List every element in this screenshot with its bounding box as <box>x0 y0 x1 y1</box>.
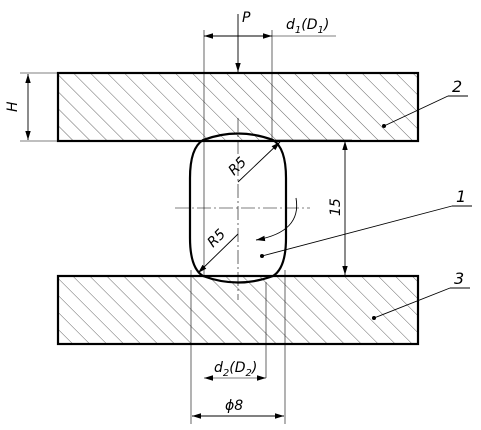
span-dimension <box>272 139 352 277</box>
height-label: H <box>5 101 21 112</box>
bottom-diameter-dimension <box>204 282 267 381</box>
bottom-radius-leader <box>197 233 239 274</box>
top-radius-leader <box>237 141 281 183</box>
bottom-diameter-label: d2(D2) <box>214 360 257 379</box>
bottom-plate <box>56 274 420 346</box>
top-radius-label: R5 <box>226 154 251 179</box>
force-label: P <box>242 10 251 26</box>
part-2-leader <box>382 95 468 128</box>
curved-indicator-arrow <box>255 197 298 242</box>
part-2-label: 2 <box>452 77 462 96</box>
outer-diameter-dimension <box>190 270 286 424</box>
part-1-label: 1 <box>456 187 466 206</box>
span-label: 15 <box>328 198 344 216</box>
part-1-leader <box>260 205 472 258</box>
height-dimension <box>20 72 57 142</box>
part-3-label: 3 <box>454 269 464 288</box>
bottom-radius-label: R5 <box>205 226 230 251</box>
outer-diameter-label: ϕ8 <box>225 398 243 414</box>
top-diameter-label: d1(D1) <box>286 17 329 36</box>
part-3-leader <box>372 287 470 320</box>
top-diameter-dimension <box>203 30 336 275</box>
